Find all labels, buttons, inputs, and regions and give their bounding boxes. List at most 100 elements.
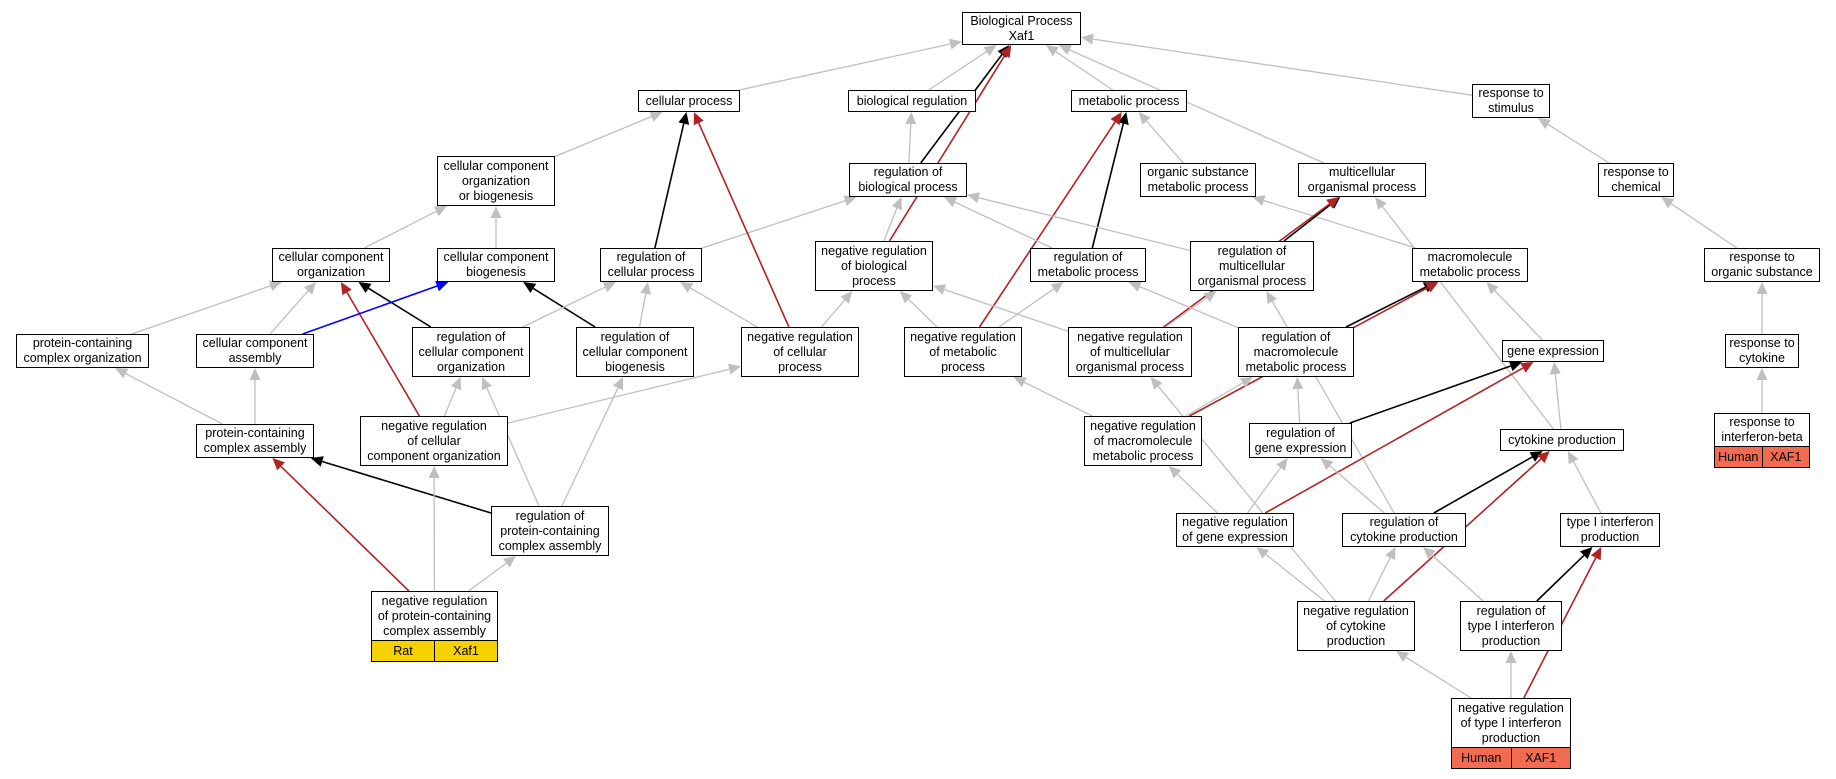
edge-negatively-regulates — [888, 54, 1006, 242]
node-negative-regulation-of-protein-containing-complex-assembly[interactable]: negative regulation of protein-containin… — [371, 591, 498, 641]
node-cellular-process[interactable]: cellular process — [638, 90, 740, 112]
node-cellular-component-assembly[interactable]: cellular component assembly — [196, 334, 314, 368]
node-negative-regulation-of-metabolic-process[interactable]: negative regulation of metabolic process — [904, 327, 1022, 377]
node-negative-regulation-of-cellular-component-organization[interactable]: negative regulation of cellular componen… — [360, 416, 508, 466]
arrowhead — [899, 291, 913, 304]
edge-is-a — [1572, 461, 1602, 514]
arrowhead — [115, 368, 129, 379]
node-regulation-of-cytokine-production[interactable]: regulation of cytokine production — [1342, 513, 1466, 547]
node-cellular-component-biogenesis[interactable]: cellular component biogenesis — [437, 248, 555, 282]
edge-is-a — [1670, 203, 1738, 249]
arrowhead — [1138, 112, 1151, 125]
node-negative-regulation-of-gene-expression[interactable]: negative regulation of gene expression — [1176, 513, 1294, 547]
edge-is-a — [1024, 381, 1093, 417]
node-regulation-of-cellular-component-biogenesis[interactable]: regulation of cellular component biogene… — [576, 327, 694, 377]
node-negative-regulation-of-type-i-interferon-production[interactable]: negative regulation of type I interferon… — [1451, 698, 1571, 748]
arrowhead — [435, 280, 449, 292]
edge-is-a — [468, 562, 507, 592]
node-response-to-cytokine[interactable]: response to cytokine — [1725, 334, 1799, 368]
node-negative-regulation-of-cytokine-production[interactable]: negative regulation of cytokine producti… — [1297, 601, 1415, 651]
arrowhead — [1661, 197, 1675, 209]
arrowhead — [1110, 112, 1122, 125]
arrowhead — [1580, 547, 1593, 560]
node-response-to-organic-substance[interactable]: response to organic substance — [1704, 248, 1820, 282]
node-regulation-of-macromolecule-metabolic-process[interactable]: regulation of macromolecule metabolic pr… — [1238, 327, 1354, 377]
node-protein-containing-complex-organization[interactable]: protein-containing complex organization — [16, 334, 149, 368]
node-macromolecule-metabolic-process[interactable]: macromolecule metabolic process — [1412, 248, 1528, 282]
tag-gene: XAF1 — [1510, 748, 1571, 768]
node-cellular-component-organization-or-biogenesis[interactable]: cellular component organization or bioge… — [437, 156, 555, 206]
edge-negatively-regulates — [1264, 367, 1524, 514]
edge-is-a — [1246, 467, 1282, 514]
edge-is-a — [364, 210, 437, 249]
edge-is-a — [554, 115, 652, 158]
arrowhead — [949, 38, 962, 50]
arrowhead — [1118, 112, 1129, 125]
edge-is-a — [701, 200, 846, 249]
node-response-to-interferon-beta[interactable]: response to interferon-beta — [1714, 413, 1810, 447]
edge-is-a — [908, 123, 912, 164]
edge-is-a — [507, 368, 730, 424]
arrowhead — [1422, 547, 1436, 560]
node-cellular-component-organization[interactable]: cellular component organization — [272, 248, 390, 282]
edge-is-a — [1177, 473, 1218, 514]
edge-is-a — [1494, 290, 1543, 341]
edge-is-a — [1165, 297, 1208, 328]
edge-is-a — [954, 201, 1053, 249]
tag-gene: XAF1 — [1761, 447, 1810, 467]
node-negative-regulation-of-multicellular-organismal-process[interactable]: negative regulation of multicellular org… — [1068, 327, 1192, 377]
node-regulation-of-cellular-process[interactable]: regulation of cellular process — [600, 248, 702, 282]
edge-is-a — [269, 290, 309, 335]
node-regulation-of-gene-expression[interactable]: regulation of gene expression — [1249, 423, 1352, 458]
node-negative-regulation-of-cellular-process[interactable]: negative regulation of cellular process — [741, 327, 859, 377]
node-regulation-of-protein-containing-complex-assembly[interactable]: regulation of protein-containing complex… — [491, 506, 609, 556]
node-organic-substance-metabolic-process[interactable]: organic substance metabolic process — [1140, 163, 1256, 197]
edge-is-a — [739, 43, 951, 91]
arrowhead — [503, 556, 516, 568]
edge-negatively-regulates — [978, 121, 1116, 328]
arrowhead — [358, 282, 372, 293]
node-cytokine-production[interactable]: cytokine production — [1500, 429, 1624, 451]
arrowhead — [1549, 362, 1561, 375]
edge-is-a — [1055, 51, 1114, 91]
arrowhead — [680, 282, 694, 293]
arrowhead — [249, 368, 261, 380]
node-response-to-stimulus[interactable]: response to stimulus — [1472, 84, 1550, 118]
node-negative-regulation-of-biological-process[interactable]: negative regulation of biological proces… — [815, 241, 933, 291]
node-regulation-of-multicellular-organismal-process[interactable]: regulation of multicellular organismal p… — [1190, 241, 1314, 291]
arrowhead — [983, 45, 997, 57]
node-negative-regulation-of-macromolecule-metabolic-process[interactable]: negative regulation of macromolecule met… — [1084, 416, 1202, 466]
arrowhead — [1486, 282, 1499, 295]
node-biological-process[interactable]: Biological Process Xaf1 — [962, 12, 1081, 45]
arrowhead — [1292, 377, 1304, 390]
node-protein-containing-complex-assembly[interactable]: protein-containing complex assembly — [196, 424, 314, 458]
arrowhead — [1756, 282, 1768, 294]
edge-is-a — [486, 387, 540, 507]
edge-negatively-regulates — [280, 465, 410, 592]
node-metabolic-process[interactable]: metabolic process — [1071, 90, 1187, 112]
tag-gene: Xaf1 — [434, 641, 497, 661]
node-response-to-chemical[interactable]: response to chemical — [1598, 163, 1674, 197]
tag-species: Human — [1718, 450, 1759, 464]
annotation-tag-human-ifnb: Human XAF1 — [1714, 447, 1810, 468]
node-regulation-of-biological-process[interactable]: regulation of biological process — [849, 163, 967, 197]
arrowhead — [693, 112, 704, 126]
arrowhead — [1326, 197, 1340, 209]
edge-is-a — [1139, 286, 1239, 329]
node-multicellular-organismal-process[interactable]: multicellular organismal process — [1298, 163, 1426, 197]
node-biological-regulation[interactable]: biological regulation — [848, 90, 976, 112]
edge-is-a — [1092, 38, 1473, 96]
edge-is-a — [1146, 120, 1184, 164]
node-gene-expression[interactable]: gene expression — [1502, 340, 1604, 362]
node-type-i-interferon-production[interactable]: type I interferon production — [1560, 513, 1660, 547]
edge-is-a — [883, 207, 898, 242]
node-regulation-of-cellular-component-organization[interactable]: regulation of cellular component organiz… — [412, 327, 530, 377]
node-regulation-of-type-i-interferon-production[interactable]: regulation of type I interferon producti… — [1460, 601, 1562, 651]
edge-is-a — [1431, 554, 1484, 602]
edge-is-a — [1263, 199, 1416, 249]
arrowhead — [481, 377, 492, 391]
node-regulation-of-metabolic-process[interactable]: regulation of metabolic process — [1030, 248, 1146, 282]
edge-is-a — [690, 287, 758, 328]
edge-part-of — [302, 285, 438, 335]
arrowhead — [1081, 33, 1094, 45]
